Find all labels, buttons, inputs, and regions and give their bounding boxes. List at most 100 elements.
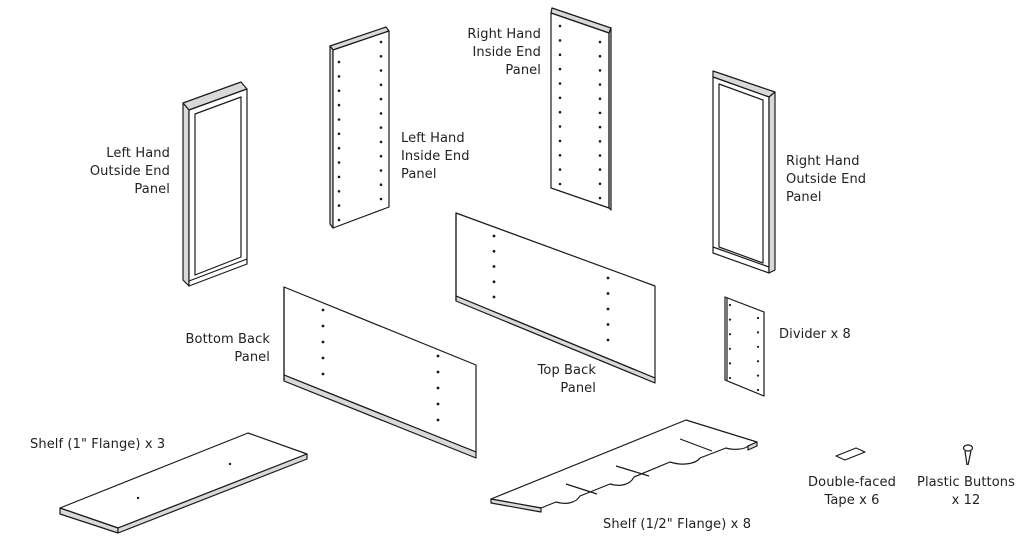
label-double-faced-tape: Double-faced Tape x 6 (808, 475, 896, 508)
top-back-panel (455, 212, 656, 384)
panel-hole (337, 218, 341, 222)
panel-hole (379, 183, 383, 186)
panel-hole (728, 318, 732, 321)
panel-hole (756, 388, 760, 392)
plastic-button-icon (962, 444, 974, 466)
panel-hole (728, 347, 732, 350)
panel-hole (598, 182, 602, 186)
panel-hole (379, 112, 383, 115)
label-shelf-half-flange: Shelf (1/2" Flange) x 8 (603, 517, 752, 532)
panel-hole (379, 126, 383, 129)
panel-hole (321, 356, 325, 360)
panel-hole (337, 60, 341, 64)
panel-hole (337, 175, 341, 179)
right-inside-end-panel (550, 7, 612, 211)
panel-hole (728, 362, 732, 365)
panel-hole (379, 69, 383, 72)
panel-hole (492, 295, 496, 299)
right-outside-end-panel (712, 70, 776, 274)
panel-hole (379, 97, 383, 101)
label-shelf-1in-flange: Shelf (1" Flange) x 3 (30, 437, 166, 452)
left-inside-end-panel (329, 26, 390, 229)
panel-hole (337, 146, 341, 150)
bottom-back-panel (283, 286, 477, 459)
panel-hole (321, 324, 325, 328)
panel-hole (598, 69, 602, 72)
panel-hole (598, 168, 602, 171)
panel-hole (436, 418, 440, 422)
panel-hole (558, 24, 562, 28)
label-plastic-buttons: Plastic Buttons x 12 (917, 475, 1015, 508)
panel-hole (728, 303, 732, 307)
panel-hole (756, 360, 760, 363)
tape-icon (835, 447, 866, 461)
panel-hole (606, 338, 610, 342)
panel-hole (598, 83, 602, 86)
panel-hole (558, 139, 562, 143)
shelf-1in-flange (59, 432, 308, 534)
panel-hole (558, 110, 562, 114)
divider-panel (724, 296, 765, 397)
panel-hole (558, 82, 562, 85)
panel-hole (337, 118, 341, 121)
panel-hole (598, 40, 602, 44)
panel-hole (558, 96, 562, 100)
label-bottom-back-panel: Bottom Back Panel (185, 332, 270, 365)
label-right-inside-end-panel: Right Hand Inside End Panel (467, 27, 541, 78)
shelf-half-flange (490, 419, 758, 513)
panel-hole (436, 370, 440, 374)
panel-hole (558, 182, 562, 186)
label-right-outside-end-panel: Right Hand Outside End Panel (786, 154, 867, 205)
panel-hole (379, 40, 383, 44)
panel-hole (558, 154, 562, 157)
panel-hole (558, 67, 562, 71)
panel-hole (321, 308, 325, 312)
panel-hole (756, 331, 760, 334)
left-outside-end-panel (182, 81, 248, 287)
panel-hole (558, 53, 562, 56)
panel-hole (558, 168, 562, 171)
panel-hole (379, 169, 383, 172)
panel-hole (598, 54, 602, 58)
label-top-back-panel: Top Back Panel (537, 363, 596, 396)
panel-hole (337, 89, 341, 92)
panel-hole (606, 323, 610, 326)
panel-hole (606, 276, 610, 280)
label-left-outside-end-panel: Left Hand Outside End Panel (89, 146, 170, 197)
panel-hole (337, 103, 341, 107)
panel-hole (728, 333, 732, 336)
panel-hole (598, 196, 602, 200)
panel-hole (379, 83, 383, 87)
panel-hole (321, 372, 325, 376)
label-divider: Divider x 8 (779, 327, 851, 342)
panel-hole (379, 140, 383, 144)
panel-hole (436, 354, 440, 358)
panel-hole (598, 140, 602, 143)
panel-hole (606, 292, 610, 295)
panel-hole (379, 154, 383, 158)
panel-hole (379, 197, 383, 201)
panel-hole (492, 234, 496, 238)
panel-hole (606, 307, 610, 311)
panel-hole (337, 204, 341, 207)
panel-hole (337, 132, 341, 136)
panel-hole (436, 386, 440, 390)
panel-hole (756, 374, 760, 377)
panel-hole (337, 161, 341, 164)
panel-hole (558, 125, 562, 128)
panel-hole (598, 154, 602, 157)
panel-hole (492, 249, 496, 253)
panel-hole (598, 125, 602, 129)
panel-hole (436, 402, 440, 406)
panel-hole (598, 97, 602, 100)
panel-hole (492, 265, 496, 268)
panel-hole (756, 345, 760, 348)
panel-hole (728, 376, 732, 380)
panel-hole (598, 111, 602, 115)
panel-hole (337, 190, 341, 193)
panel-hole (756, 316, 760, 320)
panel-hole (379, 55, 383, 58)
panel-hole (558, 39, 562, 42)
